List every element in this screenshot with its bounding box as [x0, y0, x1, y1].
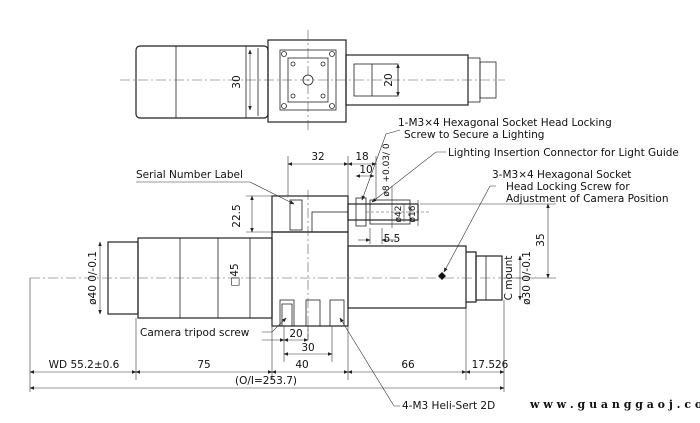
dim-sq45: □45	[229, 263, 241, 286]
dim-10: 10	[359, 164, 372, 176]
dim-40-length: 40	[295, 359, 308, 371]
dim-32: 32	[311, 151, 324, 163]
top-lens-barrel	[135, 45, 269, 119]
label-camera-screw-line1: 3-M3×4 Hexagonal Socket	[492, 169, 631, 181]
top-view: 30 20	[120, 30, 505, 130]
dim-tripod-20: 20	[289, 328, 302, 340]
dim-18: 18	[355, 151, 368, 163]
label-camera-screw-line3: Adjustment of Camera Position	[506, 193, 669, 205]
dim-tripod-30: 30	[301, 342, 314, 354]
leader-labels: 1-M3×4 Hexagonal Socket Head Locking Scr…	[136, 117, 679, 412]
dim-35: 35	[535, 233, 547, 246]
front-upper-block	[271, 195, 349, 233]
label-lighting-screw-line1: 1-M3×4 Hexagonal Socket Head Locking	[398, 117, 612, 129]
front-right-body	[347, 245, 467, 309]
dim-5-5: 5.5	[384, 233, 401, 245]
dim-d8-tol: ø8 +0.03/ 0	[382, 143, 392, 197]
front-housing	[271, 231, 349, 327]
label-lighting-connector: Lighting Insertion Connector for Light G…	[448, 147, 679, 159]
dim-d42: ø42	[394, 206, 404, 223]
top-dim-20: 20	[383, 73, 395, 86]
label-heli-sert: 4-M3 Heli-Sert 2D	[402, 400, 495, 412]
dim-d40: ø40 0/-0.1	[87, 251, 99, 305]
label-tripod-screw: Camera tripod screw	[140, 327, 250, 339]
dim-d30-mount: ø30 0/-0.1	[521, 251, 533, 305]
adjust-screw-icon	[438, 272, 446, 280]
dim-17-526: 17.526	[472, 359, 509, 371]
dim-d16: ø16	[408, 205, 418, 222]
front-dimensions: 32 18 10 ø8 +0.03/ 0 ø42 ø16 22.5 5.5 35	[29, 143, 556, 392]
dim-wd: WD 55.2±0.6	[49, 359, 120, 371]
top-dim-30: 30	[231, 75, 243, 88]
label-serial-number: Serial Number Label	[136, 169, 243, 181]
c-mount-label: C mount	[503, 256, 515, 301]
watermark: w w w . g u a n g g a o j . c o m	[529, 398, 700, 411]
label-lighting-screw-line2: Screw to Secure a Lighting	[404, 129, 544, 141]
dim-66: 66	[401, 359, 415, 371]
dim-75: 75	[197, 359, 210, 371]
dim-total: (O/I=253.7)	[235, 375, 297, 387]
front-view	[30, 190, 520, 338]
dim-22-5: 22.5	[231, 204, 243, 227]
label-camera-screw-line2: Head Locking Screw for	[506, 181, 630, 193]
